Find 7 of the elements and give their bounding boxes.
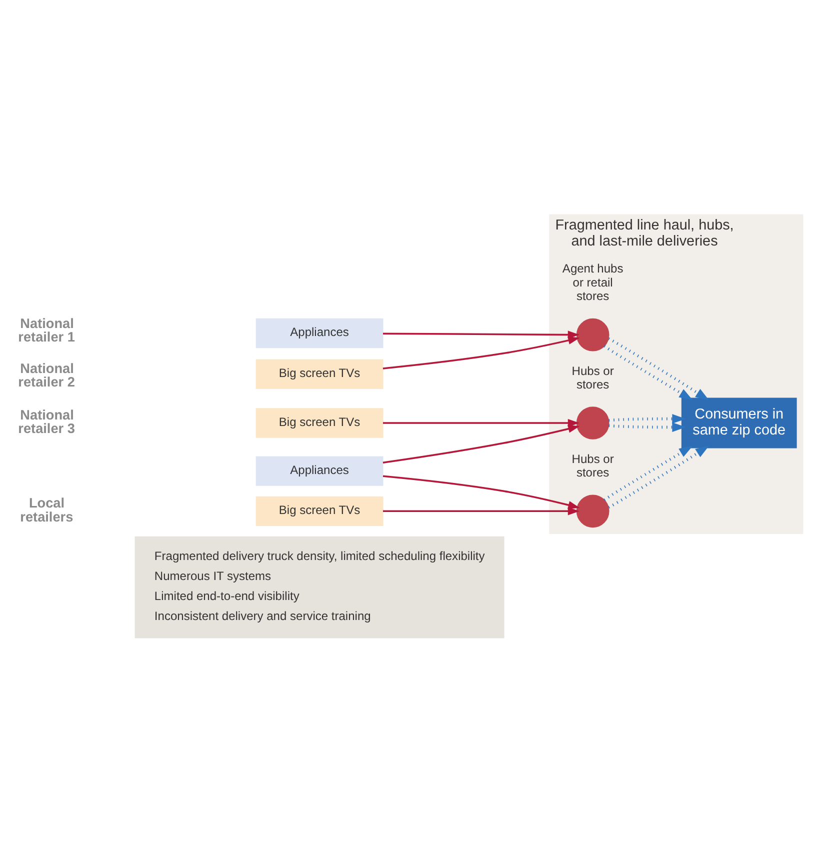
label: National retailer 2 [18, 360, 75, 390]
node-label: Hubs or stores [572, 363, 614, 392]
label: Local retailers [20, 495, 74, 524]
label: National retailer 3 [18, 406, 75, 436]
label: National retailer 1 [18, 316, 75, 344]
node-label: Hubs or stores [572, 452, 614, 480]
node-label: Agent hubs or retail stores [562, 261, 624, 302]
